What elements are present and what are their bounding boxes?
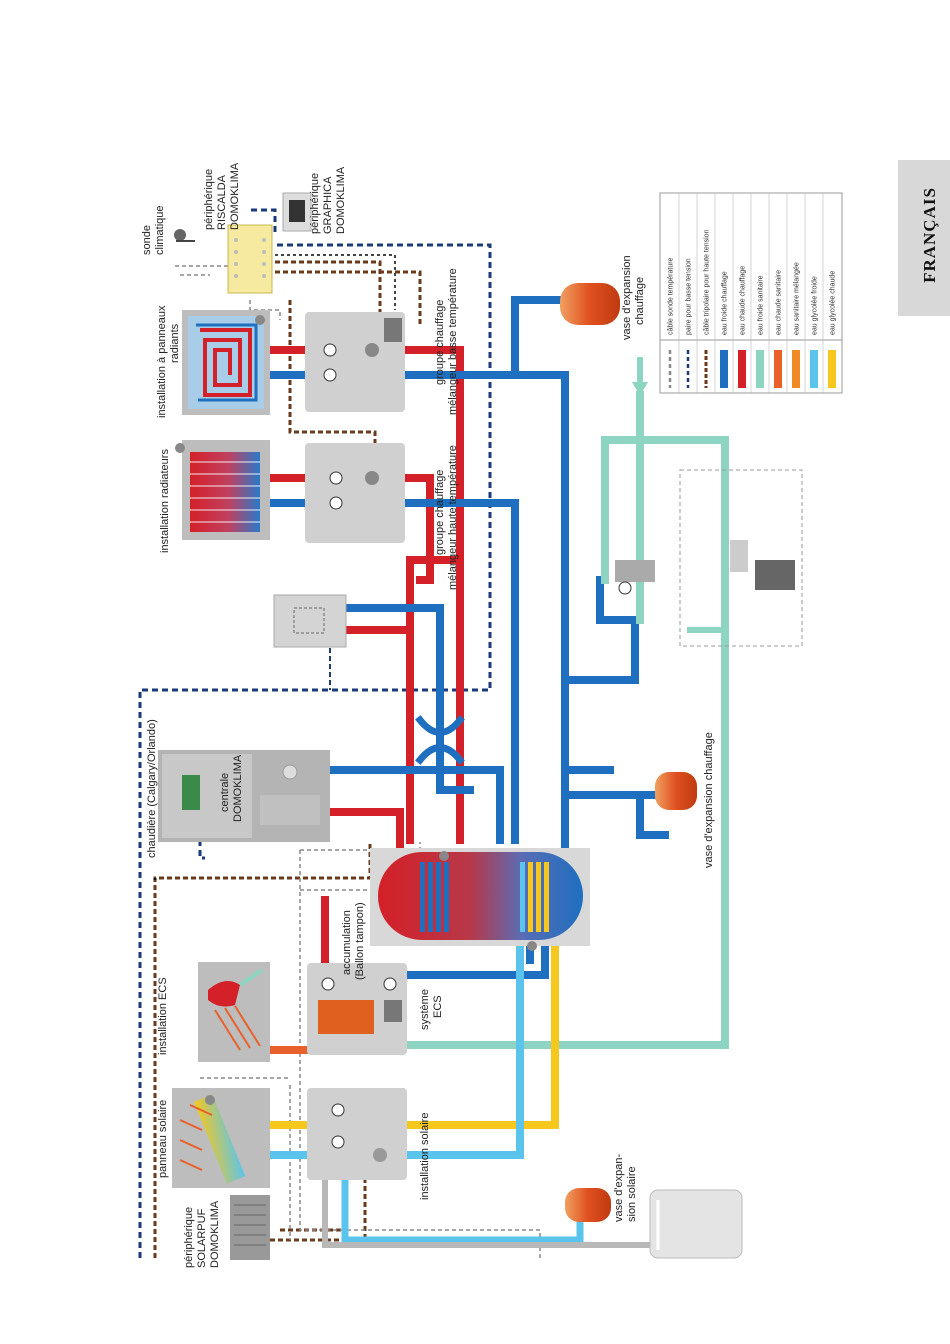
legend-label: eau froide chauffage bbox=[722, 271, 729, 335]
solar-module bbox=[307, 1088, 407, 1180]
label-systeme-ecs: système ECS bbox=[419, 986, 444, 1030]
tank-coil-yellow bbox=[520, 862, 549, 932]
label-panneau-solaire: panneau solaire bbox=[157, 1100, 169, 1178]
language-tab[interactable]: FRANÇAIS bbox=[898, 160, 950, 316]
climate-sensor-icon bbox=[174, 229, 195, 242]
tank-coil-blue bbox=[420, 862, 449, 932]
legend-item: câble tripolaire pour haute tension bbox=[696, 193, 711, 393]
legend-item: eau glycolée chaude bbox=[822, 193, 837, 393]
tank-probe-icon bbox=[439, 851, 449, 861]
low-temp-group bbox=[305, 312, 405, 412]
legend-label: eau froide sanitaire bbox=[758, 275, 765, 335]
expansion-vessel-top bbox=[560, 283, 620, 325]
radiant-panel bbox=[182, 310, 270, 415]
legend-label: câble sonde température bbox=[668, 257, 675, 335]
expansion-vessel-mid bbox=[655, 772, 697, 810]
solar-tank bbox=[649, 1189, 743, 1259]
legend-item: câble sonde température bbox=[668, 257, 675, 388]
label-panneaux-radiants: installation à panneaux radiants bbox=[156, 302, 181, 418]
plate-exchanger-icon bbox=[318, 1000, 374, 1034]
circuit-board-icon bbox=[182, 775, 200, 810]
label-installation-solaire: installation solaire bbox=[419, 1113, 431, 1200]
ecs-installation bbox=[198, 962, 270, 1062]
legend-item: eau froide chauffage bbox=[714, 193, 729, 393]
riscalda-device bbox=[227, 224, 273, 294]
legend-label: eau sanitaire mélangée bbox=[794, 262, 801, 335]
boiler bbox=[158, 750, 330, 842]
tank-probe-icon bbox=[527, 941, 537, 951]
legend-item: paire pour basse tension bbox=[678, 193, 693, 393]
legend-label: eau glycolée froide bbox=[812, 276, 819, 335]
solar-panel bbox=[172, 1088, 270, 1188]
legend-label: paire pour basse tension bbox=[686, 258, 693, 335]
label-accumulation: accumulation (Ballon tampon) bbox=[341, 902, 366, 980]
legend: câble sonde température paire pour basse … bbox=[659, 192, 843, 394]
hydraulic-separator bbox=[273, 594, 347, 648]
label-groupe-basse: groupe chauffage mélangeur basse tempéra… bbox=[434, 268, 459, 415]
label-installation-ecs: installation ECS bbox=[157, 977, 169, 1055]
labels: sonde climatique périphérique RISCALDA D… bbox=[141, 162, 715, 1268]
legend-item: eau sanitaire mélangée bbox=[786, 193, 801, 393]
buffer-tank bbox=[370, 848, 590, 951]
label-radiateurs: installation radiateurs bbox=[159, 449, 171, 553]
label-centrale: centrale DOMOKLIMA bbox=[219, 754, 244, 822]
legend-label: eau chaude chauffage bbox=[740, 266, 747, 335]
ecs-module bbox=[307, 963, 407, 1055]
language-tab-label: FRANÇAIS bbox=[920, 187, 939, 283]
label-vase-chauffage-top: vase d'expansion chauffage bbox=[621, 252, 646, 340]
legend-item: eau froide sanitaire bbox=[750, 193, 765, 393]
solarpuf-device bbox=[230, 1195, 270, 1260]
label-vase-solaire: vase d'expan- sion solaire bbox=[613, 1151, 638, 1222]
label-sonde-climatique: sonde climatique bbox=[141, 205, 166, 255]
sanitary-mixing-group bbox=[615, 469, 803, 647]
label-chaudiere: chaudière (Calgary/Orlando) bbox=[146, 719, 158, 858]
radiator-panel bbox=[175, 440, 270, 540]
legend-item: eau chaude sanitaire bbox=[768, 193, 783, 393]
label-solarpuf: périphérique SOLARPUF DOMOKLIMA bbox=[183, 1200, 221, 1268]
legend-label: câble tripolaire pour haute tension bbox=[704, 229, 711, 335]
label-groupe-haute: groupe chauffage mélangeur haute tempéra… bbox=[434, 445, 459, 590]
legend-item: eau glycolée froide bbox=[804, 193, 819, 393]
graphica-device bbox=[282, 192, 312, 232]
legend-label: eau chaude sanitaire bbox=[776, 270, 783, 335]
legend-label: eau glycolée chaude bbox=[830, 271, 837, 335]
legend-item: eau chaude chauffage bbox=[732, 193, 747, 393]
label-graphica: périphérique GRAPHICA DOMOKLIMA bbox=[309, 166, 347, 234]
label-vase-chauffage-mid: vase d'expansion chauffage bbox=[703, 732, 715, 868]
high-temp-group bbox=[305, 443, 405, 543]
label-riscalda: périphérique RISCALDA DOMOKLIMA bbox=[203, 162, 241, 230]
expansion-vessel-solar bbox=[565, 1188, 611, 1222]
